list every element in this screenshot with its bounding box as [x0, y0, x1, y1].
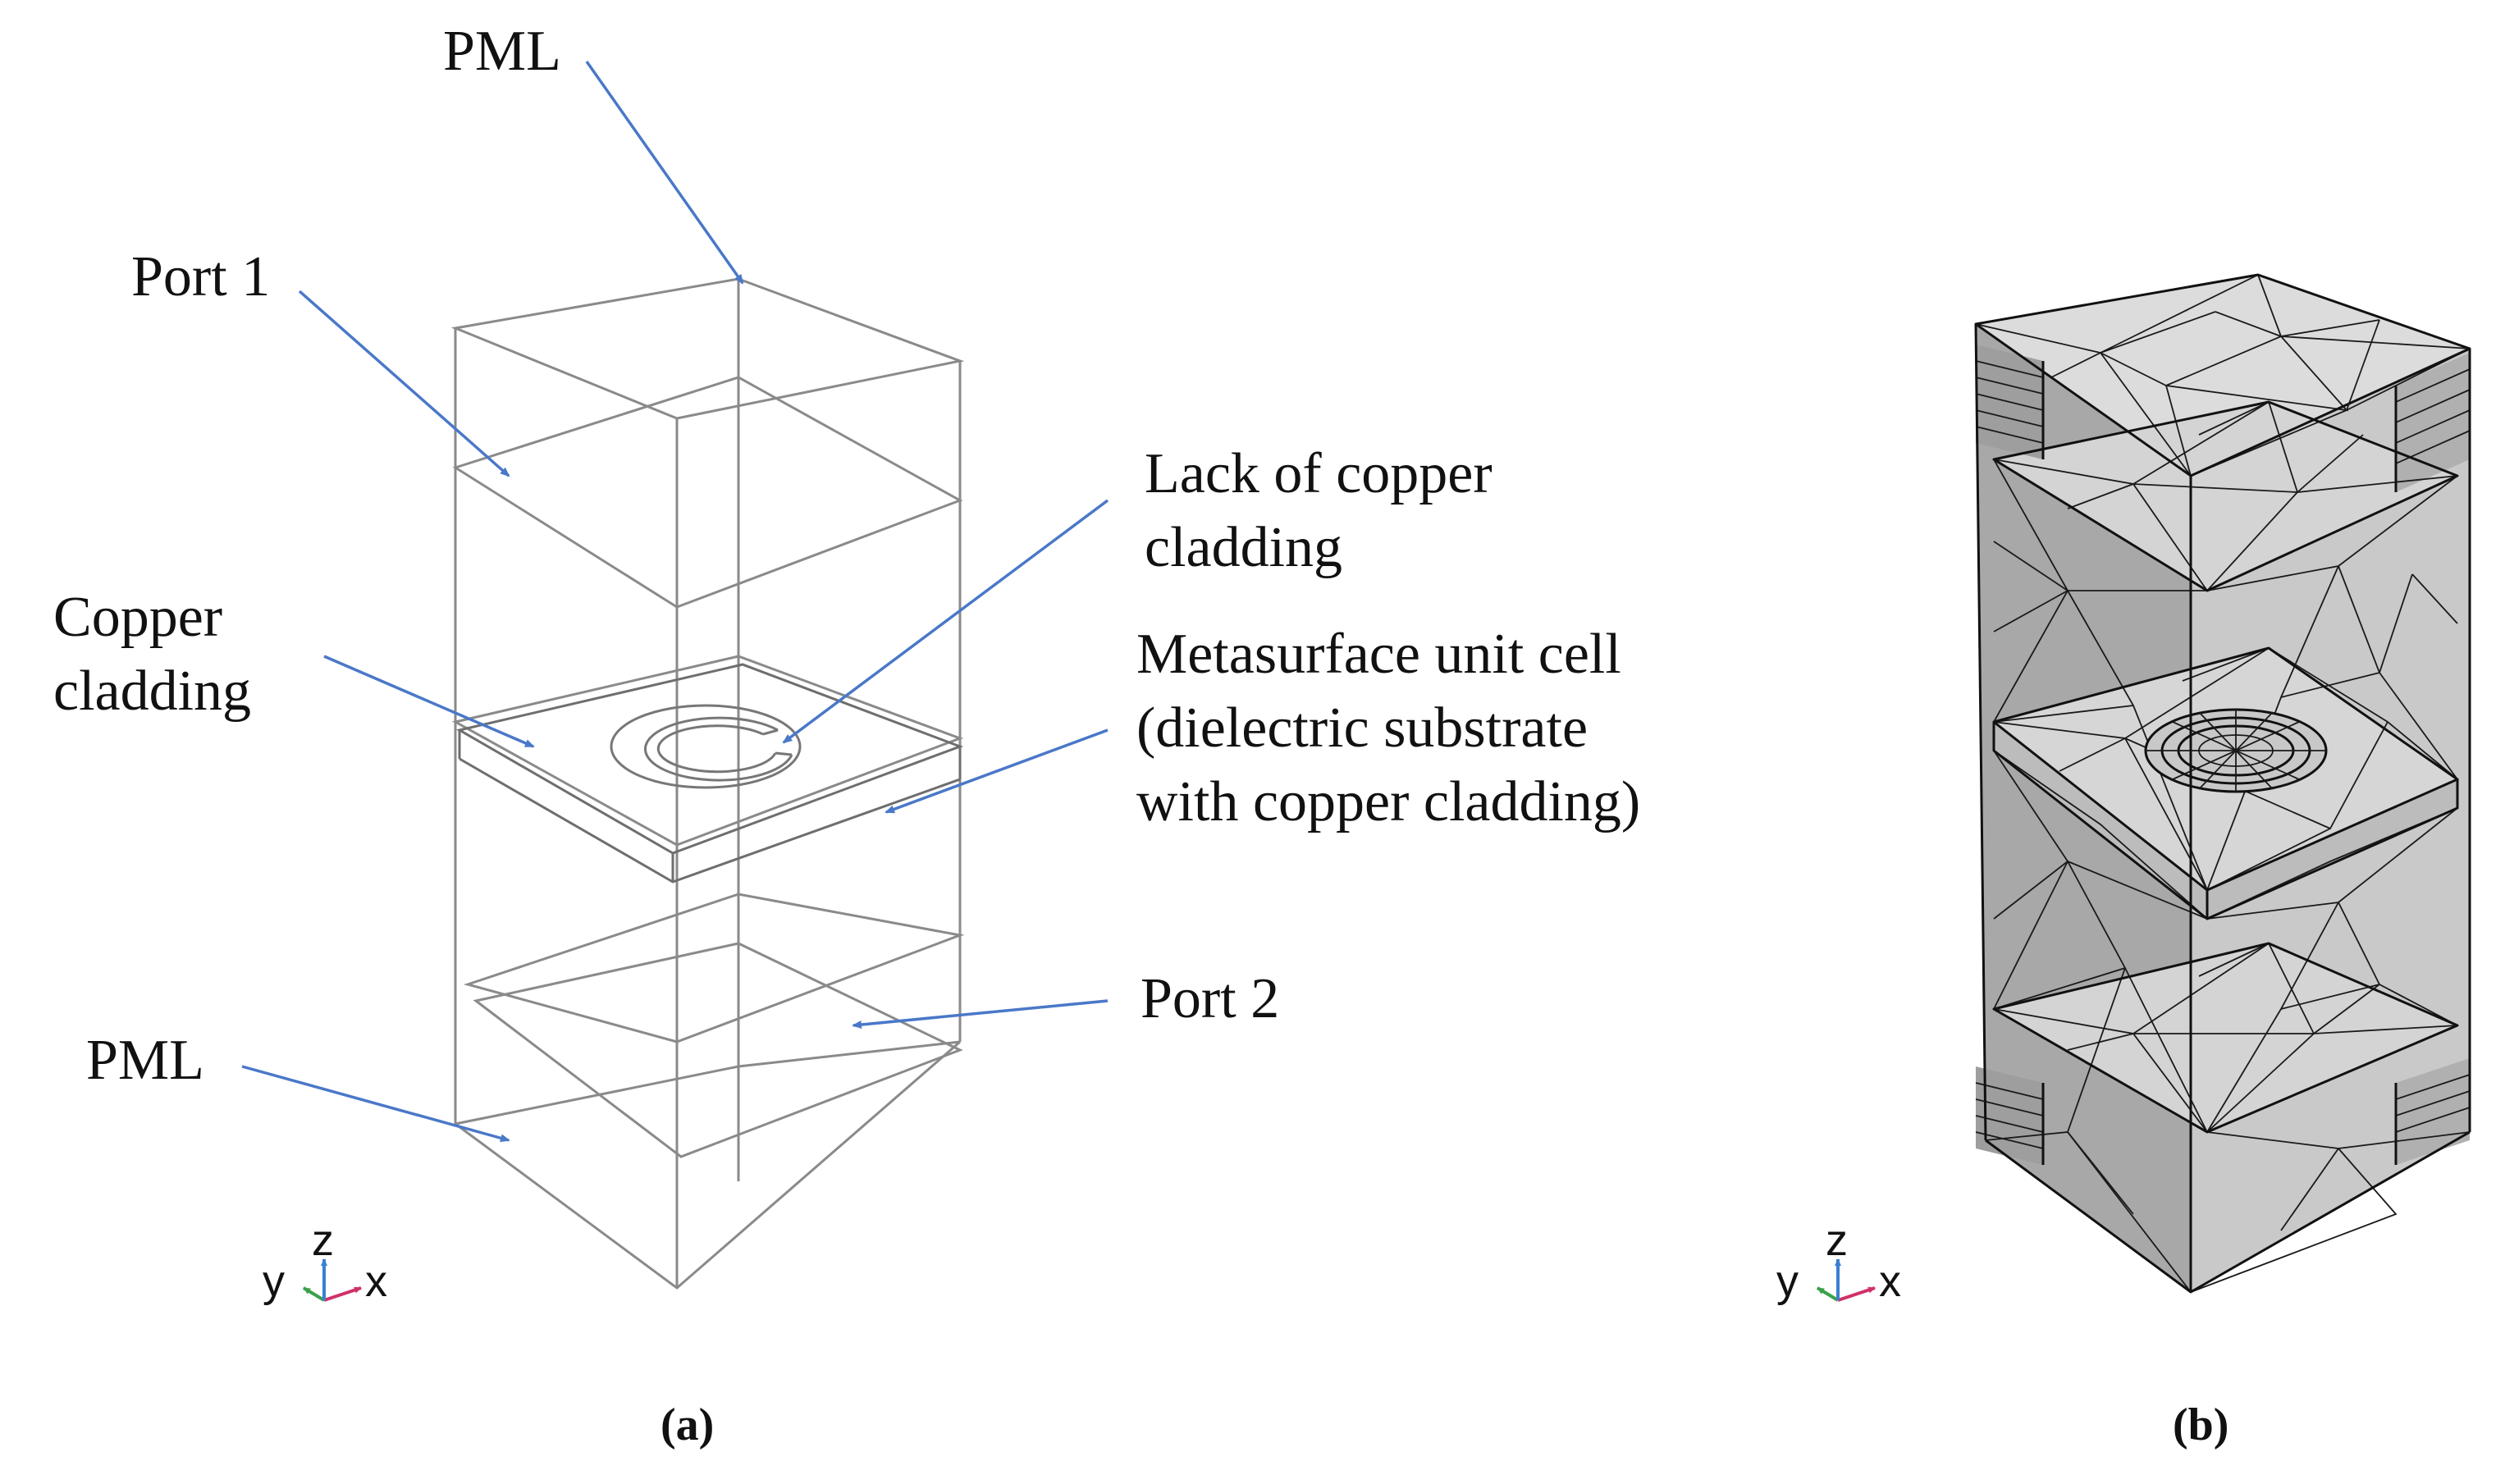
label-pml-bottom: PML: [86, 1029, 204, 1092]
arrow-lack-of-copper: [782, 499, 1109, 744]
label-meta-line1: Metasurface unit cell: [1136, 623, 1621, 686]
arrow-port1: [298, 290, 510, 477]
label-pml-top: PML: [443, 20, 561, 83]
label-copper-line1: Copper: [53, 586, 222, 649]
axis-label-z: z: [312, 1216, 334, 1265]
axis-label-x: x: [1879, 1257, 1901, 1306]
mesh-lines: [1974, 273, 2471, 1294]
arrow-pml-bottom: [241, 1065, 510, 1143]
axis-label-z: z: [1826, 1216, 1848, 1265]
arrow-pml-top: [585, 60, 744, 285]
label-port1: Port 1: [131, 245, 270, 308]
label-lack-line1: Lack of copper: [1145, 442, 1492, 505]
split-ring-resonator: [610, 704, 802, 789]
label-lack-line2: cladding: [1145, 516, 1342, 579]
panel-b: y z x (b): [1776, 273, 2471, 1450]
label-meta-line3: with copper cladding): [1136, 770, 1640, 833]
axes-triad-a: y z x: [263, 1216, 387, 1306]
label-port2: Port 2: [1141, 967, 1279, 1030]
label-meta-line2: (dielectric substrate: [1136, 696, 1588, 760]
panel-a: PML Port 1 Lack of copper cladding Coppe…: [53, 20, 1640, 1450]
arrow-copper-cladding: [323, 655, 535, 748]
axis-label-y: y: [263, 1257, 285, 1306]
axis-label-y: y: [1776, 1257, 1799, 1306]
label-copper-line2: cladding: [53, 660, 251, 723]
arrow-metasurface: [885, 728, 1109, 814]
wireframe-box: [450, 277, 965, 1290]
caption-b: (b): [2173, 1400, 2228, 1450]
caption-a: (a): [661, 1400, 714, 1450]
axes-triad-b: y z x: [1776, 1216, 1901, 1306]
axis-label-x: x: [365, 1257, 387, 1306]
arrow-port2: [852, 999, 1109, 1030]
